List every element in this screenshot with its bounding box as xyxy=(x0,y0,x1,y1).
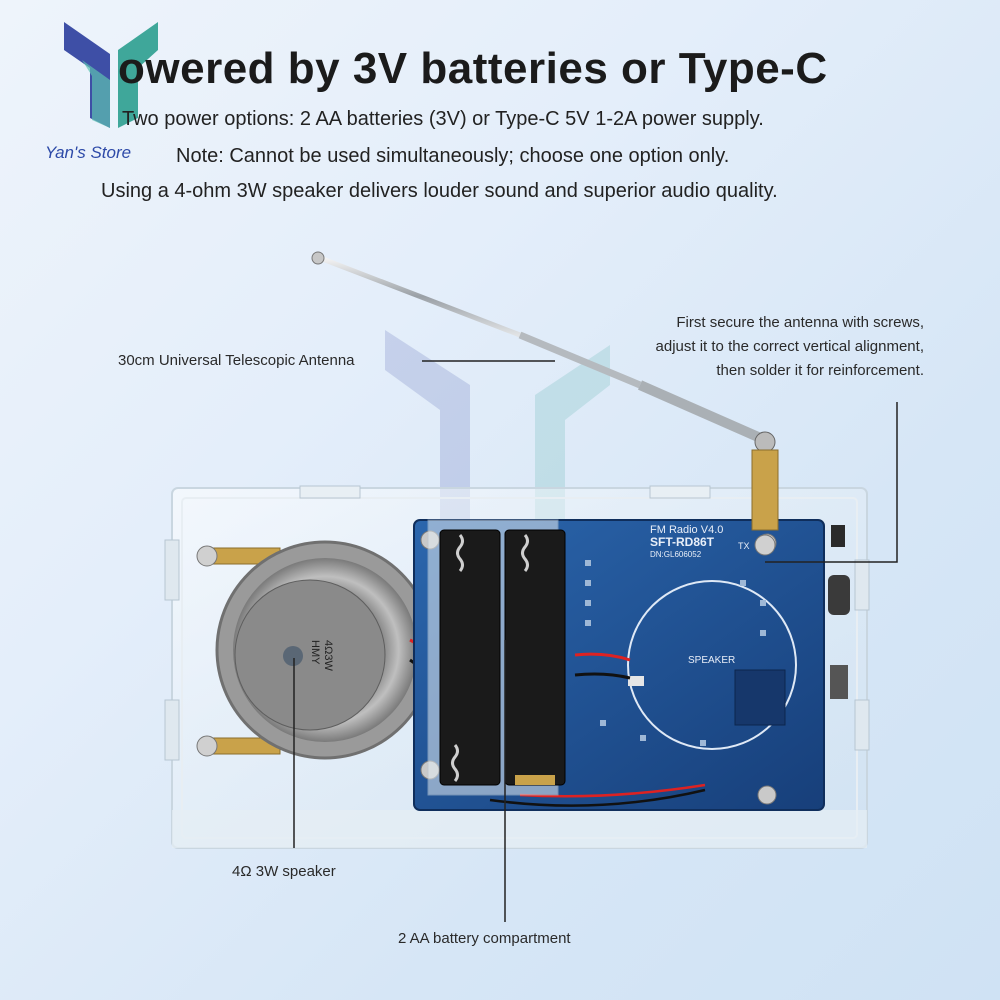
pcb-speaker-label: SPEAKER xyxy=(688,655,735,666)
antenna-secure-line2: adjust it to the correct vertical alignm… xyxy=(655,338,924,355)
pcb-model-line2: SFT-RD86T xyxy=(650,535,715,549)
antenna-callout: 30cm Universal Telescopic Antenna xyxy=(118,352,355,369)
antenna-secure-line3: then solder it for reinforcement. xyxy=(716,362,924,379)
antenna-secure-callout: First secure the antenna with screws, ad… xyxy=(656,311,924,383)
pcb-model-line1: FM Radio V4.0 xyxy=(650,524,723,536)
pcb-model-line3: DN:GL606052 xyxy=(650,550,702,559)
antenna-secure-line1: First secure the antenna with screws, xyxy=(676,314,924,331)
battery-callout: 2 AA battery compartment xyxy=(398,930,571,947)
side-jacks xyxy=(828,525,850,699)
y-shape-logo-icon xyxy=(64,22,158,128)
battery-holder xyxy=(427,519,566,796)
power-options-text: Two power options: 2 AA batteries (3V) o… xyxy=(122,108,764,130)
callout-leader-lines xyxy=(293,360,898,922)
speaker-rating-label: 4Ω3W xyxy=(322,640,334,671)
speaker: HMY 4Ω3W xyxy=(215,540,462,760)
telescopic-antenna xyxy=(311,251,779,556)
page-title: owered by 3V batteries or Type-C xyxy=(118,44,828,93)
speaker-callout: 4Ω 3W speaker xyxy=(232,863,336,880)
usage-note-text: Note: Cannot be used simultaneously; cho… xyxy=(176,145,730,167)
store-name: Yan's Store xyxy=(45,143,132,162)
speaker-quality-text: Using a 4-ohm 3W speaker delivers louder… xyxy=(101,180,778,202)
speaker-brand-label: HMY xyxy=(309,640,321,665)
pcb-tx-label: TX xyxy=(738,541,750,551)
